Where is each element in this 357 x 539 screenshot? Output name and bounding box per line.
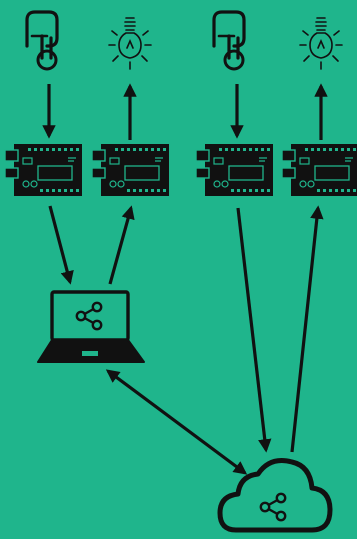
hand-pointer-icon [25,10,59,71]
arduino-board-icon [281,143,357,197]
arrow-board-to-cloud [236,207,272,453]
arrow-laptop-cloud [105,369,248,475]
arduino-board-icon [91,143,170,197]
cloud-share-icon [217,458,333,533]
arrow-board-to-laptop [48,205,74,285]
arrow-cloud-to-board [290,205,324,453]
laptop-share-icon [37,290,145,363]
light-bulb-icon [299,17,343,70]
arrow-laptop-to-board [108,205,135,285]
arduino-board-icon [195,143,274,197]
arduino-board-icon [4,143,83,197]
light-bulb-icon [108,17,152,70]
hand-pointer-icon [212,10,246,71]
